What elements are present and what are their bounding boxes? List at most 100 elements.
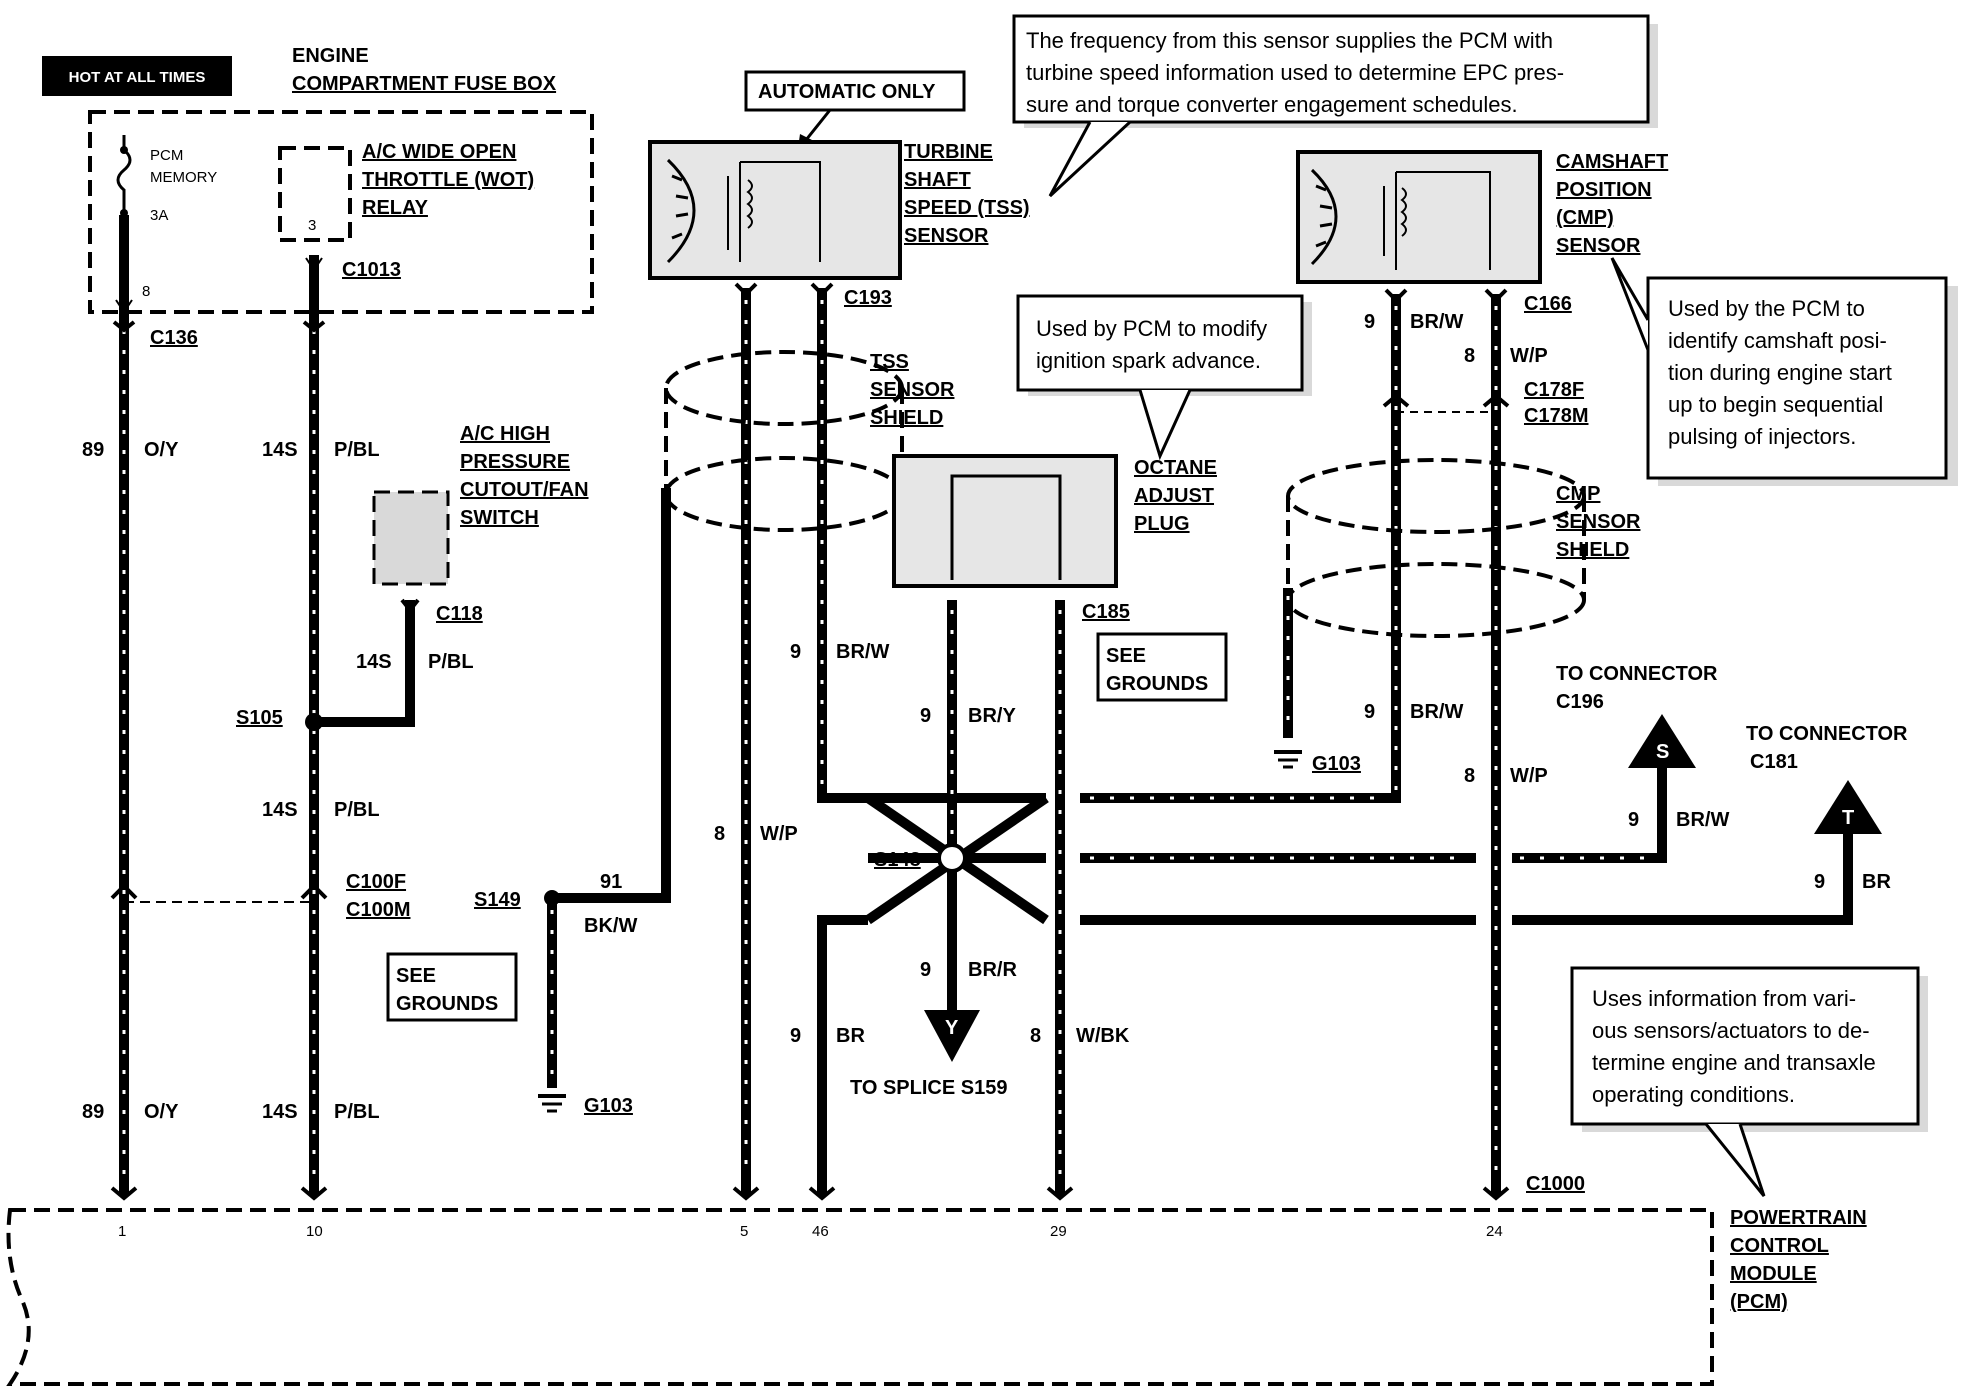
pcm-pin-1: 1	[118, 1223, 126, 1240]
cmp-shield	[1286, 458, 1586, 638]
tss-label-3: SPEED (TSS)	[904, 197, 1030, 219]
wire-cmp-9b-circuit: 9	[1364, 701, 1375, 723]
tss-sensor	[648, 140, 902, 280]
wire-14s-lower-color: P/BL	[334, 799, 380, 821]
cmp-shield-label-2: SENSOR	[1556, 511, 1641, 533]
wire-cmp-9b-color: BR/W	[1410, 701, 1463, 723]
svg-text:PCM: PCM	[150, 147, 183, 164]
wire-splice-9-circuit: 9	[920, 959, 931, 981]
pcm-pin-46: 46	[812, 1223, 829, 1240]
to-c196-label-1: TO CONNECTOR	[1556, 663, 1718, 685]
tss-label-2: SHAFT	[904, 169, 971, 191]
wire-cmp-8a-circuit: 8	[1464, 345, 1475, 367]
svg-text:A/C HIGH: A/C HIGH	[460, 423, 550, 445]
wire-cmp-8b-circuit: 8	[1464, 765, 1475, 787]
hot-at-all-times-badge: HOT AT ALL TIMES	[42, 56, 232, 96]
svg-text:SWITCH: SWITCH	[460, 507, 539, 529]
svg-text:AUTOMATIC ONLY: AUTOMATIC ONLY	[758, 81, 936, 103]
svg-text:up to begin sequential: up to begin sequential	[1668, 392, 1883, 417]
ground-g103-left-label: G103	[584, 1095, 633, 1117]
to-splice-s159-arrow	[924, 1010, 980, 1062]
svg-text:ignition spark advance.: ignition spark advance.	[1036, 348, 1261, 373]
svg-text:S: S	[1656, 741, 1669, 763]
pcm-pin-10: 10	[306, 1223, 323, 1240]
svg-text:A/C WIDE OPEN: A/C WIDE OPEN	[362, 141, 516, 163]
svg-text:SEE: SEE	[1106, 645, 1146, 667]
wire-c196-color: BR/W	[1676, 809, 1729, 831]
cmp-sensor	[1296, 150, 1542, 284]
cmp-label-3: (CMP)	[1556, 207, 1614, 229]
svg-text:3A: 3A	[150, 207, 168, 224]
to-c196-arrow	[1628, 714, 1696, 768]
wire-br-circuit: 9	[790, 1025, 801, 1047]
wire-14s-bottom-circuit: 14S	[262, 1101, 298, 1123]
wire-89-circuit: 89	[82, 439, 104, 461]
wire-14s-bottom-color: P/BL	[334, 1101, 380, 1123]
connector-c178f: C178F	[1524, 379, 1584, 401]
cmp-shield-label-3: SHIELD	[1556, 539, 1629, 561]
splice-s149: S149	[474, 889, 521, 911]
pcm-pin-5: 5	[740, 1223, 748, 1240]
to-c181-label-1: TO CONNECTOR	[1746, 723, 1908, 745]
svg-text:turbine speed information used: turbine speed information used to determ…	[1026, 60, 1564, 85]
splice-s105: S105	[236, 707, 283, 729]
svg-text:identify camshaft posi-: identify camshaft posi-	[1668, 328, 1887, 353]
connector-c100m: C100M	[346, 899, 410, 921]
tss-shield	[664, 350, 904, 532]
splice-s148: S148	[874, 849, 921, 871]
octane-label-1: OCTANE	[1134, 457, 1217, 479]
tss-label-4: SENSOR	[904, 225, 989, 247]
see-grounds-box-left: SEE GROUNDS	[386, 952, 518, 1022]
pcm-pin-24: 24	[1486, 1223, 1503, 1240]
connector-c118: C118	[436, 603, 483, 625]
wire-cmp-8b-color: W/P	[1510, 765, 1548, 787]
svg-text:The frequency from this sensor: The frequency from this sensor supplies …	[1026, 28, 1553, 53]
svg-text:8: 8	[142, 283, 150, 300]
svg-text:ENGINE: ENGINE	[292, 45, 369, 67]
wire-cmp-8a-color: W/P	[1510, 345, 1548, 367]
svg-text:COMPARTMENT FUSE BOX: COMPARTMENT FUSE BOX	[292, 73, 557, 95]
ac-high-pressure-switch: A/C HIGH PRESSURE CUTOUT/FAN SWITCH	[372, 423, 589, 586]
wire-wbk-color: W/BK	[1076, 1025, 1130, 1047]
to-c181-label-2: C181	[1750, 751, 1798, 773]
pcm-label-2: CONTROL	[1730, 1235, 1829, 1257]
pcm-module	[6, 1208, 1714, 1386]
svg-text:Uses information from vari-: Uses information from vari-	[1592, 986, 1856, 1011]
svg-text:CUTOUT/FAN: CUTOUT/FAN	[460, 479, 589, 501]
tss-info-note: The frequency from this sensor supplies …	[1012, 14, 1658, 198]
wire-octane-9-circuit: 9	[920, 705, 931, 727]
wire-wbk-circuit: 8	[1030, 1025, 1041, 1047]
connector-c100f: C100F	[346, 871, 406, 893]
pcm-label-4: (PCM)	[1730, 1291, 1788, 1313]
svg-text:termine engine and transaxle: termine engine and transaxle	[1592, 1050, 1876, 1075]
svg-text:Used by PCM to modify: Used by PCM to modify	[1036, 316, 1267, 341]
wire-14s-circuit: 14S	[262, 439, 298, 461]
cmp-shield-label-1: CMP	[1556, 483, 1600, 505]
svg-text:sure and torque converter enga: sure and torque converter engagement sch…	[1026, 92, 1518, 117]
connector-c166: C166	[1524, 293, 1572, 315]
tss-shield-label-2: SENSOR	[870, 379, 955, 401]
ground-g103-left	[538, 1094, 566, 1113]
svg-text:T: T	[1842, 807, 1854, 829]
to-c196-label-2: C196	[1556, 691, 1604, 713]
wire-cmp-9a-circuit: 9	[1364, 311, 1375, 333]
svg-text:Y: Y	[945, 1017, 959, 1039]
cmp-label-4: SENSOR	[1556, 235, 1641, 257]
svg-text:MEMORY: MEMORY	[150, 169, 217, 186]
svg-text:pulsing of injectors.: pulsing of injectors.	[1668, 424, 1856, 449]
wire-tss-9-circuit: 9	[790, 641, 801, 663]
pcm-pin-29: 29	[1050, 1223, 1067, 1240]
octane-adjust-plug	[892, 454, 1118, 588]
svg-text:SEE: SEE	[396, 965, 436, 987]
ground-g103-right	[1274, 750, 1302, 769]
svg-text:tion during engine start: tion during engine start	[1668, 360, 1892, 385]
wire-14s-switch-circuit: 14S	[356, 651, 392, 673]
wire-tss-8-circuit: 8	[714, 823, 725, 845]
wire-splice-9-color: BR/R	[968, 959, 1017, 981]
svg-text:HOT AT ALL TIMES: HOT AT ALL TIMES	[69, 69, 206, 86]
svg-text:THROTTLE (WOT): THROTTLE (WOT)	[362, 169, 534, 191]
wire-octane-9-color: BR/Y	[968, 705, 1016, 727]
see-grounds-box-right: SEE GROUNDS	[1096, 632, 1228, 702]
svg-text:operating conditions.: operating conditions.	[1592, 1082, 1795, 1107]
connector-c178m: C178M	[1524, 405, 1588, 427]
